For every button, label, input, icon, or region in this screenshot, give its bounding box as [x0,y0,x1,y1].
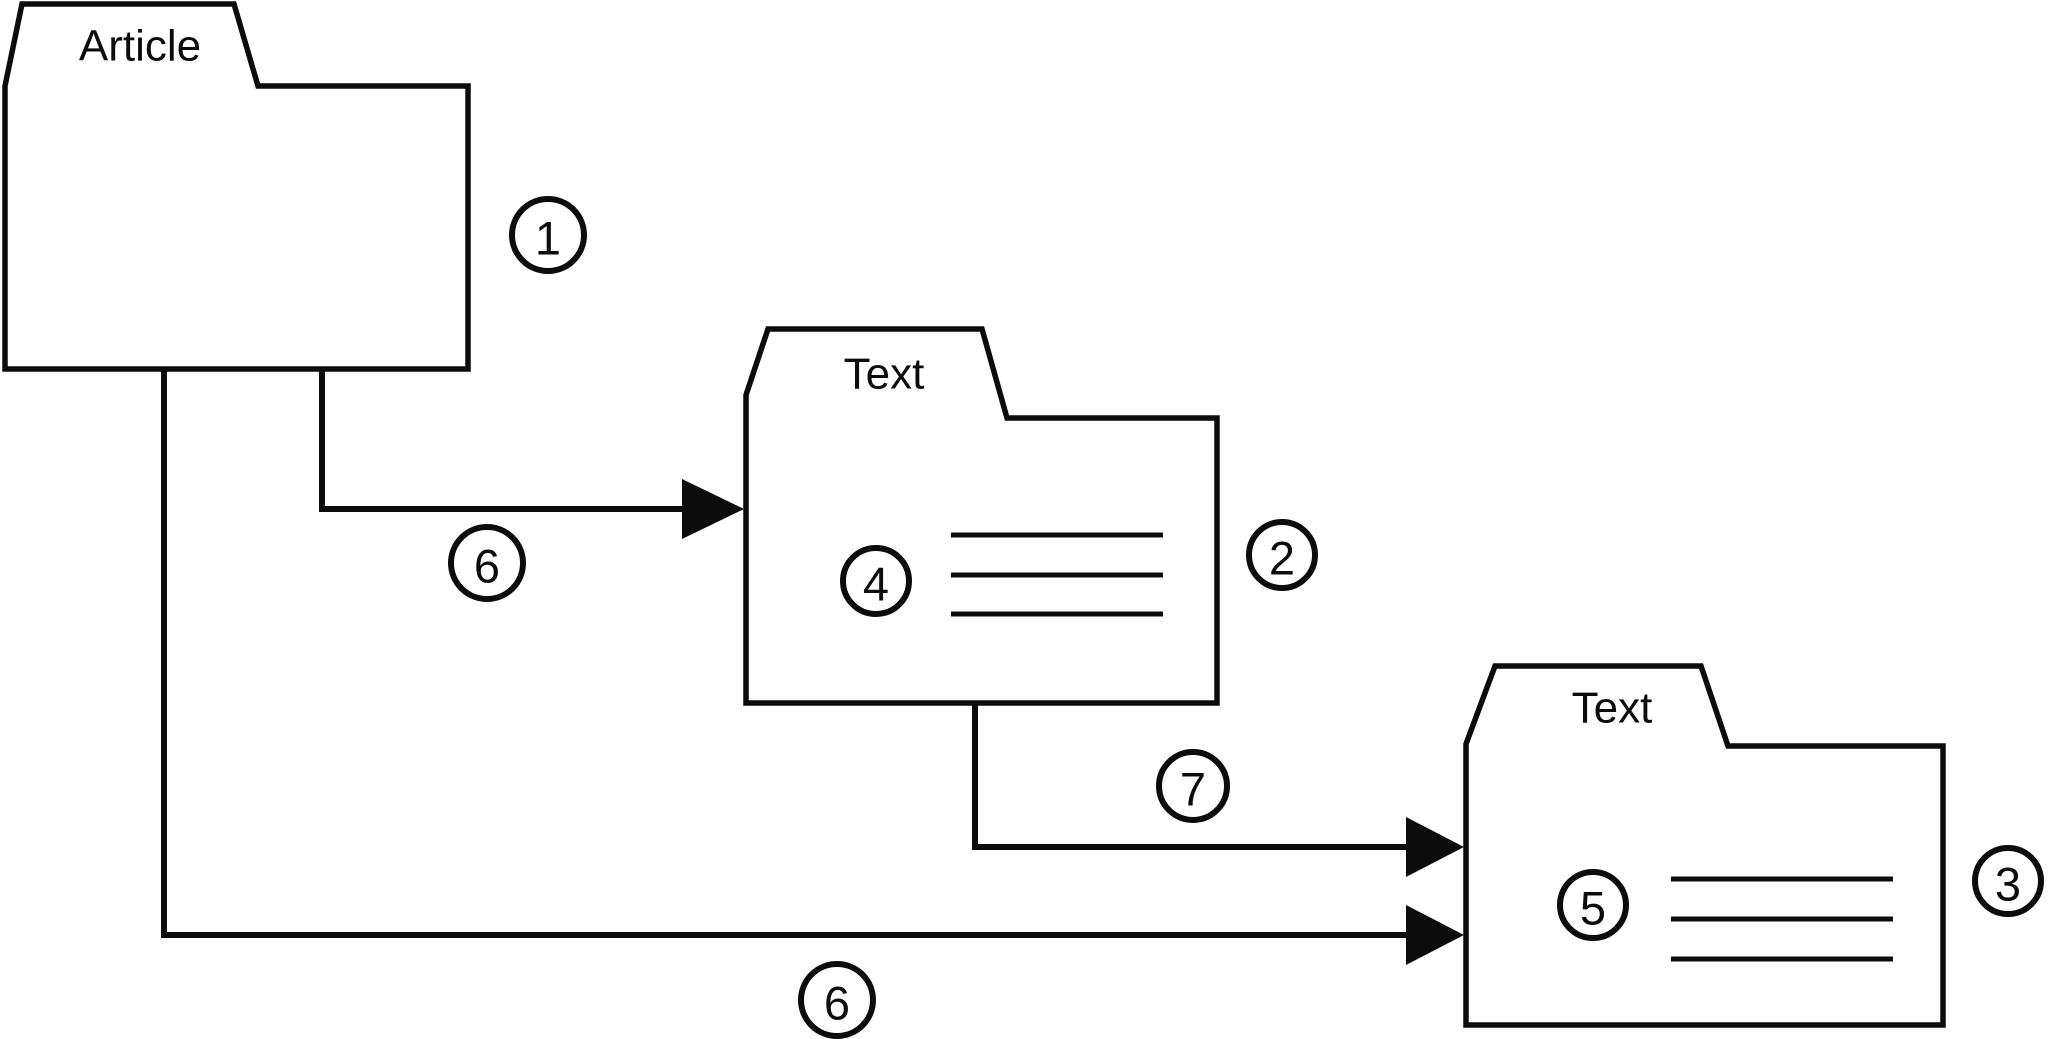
badge-3: 3 [1972,845,2044,917]
arrow-article-to-text-middle-head-icon [682,479,744,539]
folder-text-bottom-shape-icon [1463,663,1946,1028]
badge-5-circle-icon [1557,869,1629,941]
badge-6-top-circle-icon [448,524,526,602]
badge-4-number: 4 [863,558,889,611]
badge-6-bottom: 6 [798,961,876,1039]
badge-4-circle-icon [840,545,912,617]
arrow-text-middle-to-text-bottom [972,703,1464,877]
folder-text-middle-label: Text [844,350,925,399]
badge-1: 1 [509,196,587,274]
folder-text-bottom: Text [1463,663,1946,1028]
badge-6-top-number: 6 [474,540,500,593]
folder-text-middle: Text [743,326,1220,706]
badge-1-number: 1 [535,212,561,265]
badge-1-circle-icon [509,196,587,274]
arrow-article-to-text-bottom-line [161,369,1408,938]
badge-4: 4 [840,545,912,617]
badge-3-number: 3 [1995,858,2021,911]
folder-text-bottom-label: Text [1572,684,1653,733]
arrow-article-to-text-middle [319,369,744,539]
badge-7-number: 7 [1180,763,1206,816]
folder-text-middle-content-lines-icon [951,532,1163,617]
badge-2-circle-icon [1246,519,1318,591]
arrow-article-to-text-middle-line [319,369,684,512]
folder-article-label: Article [79,22,201,71]
badge-6-top: 6 [448,524,526,602]
badge-7-circle-icon [1156,749,1230,823]
arrow-text-middle-to-text-bottom-line [972,703,1408,850]
badge-7: 7 [1156,749,1230,823]
folder-article-shape-icon [2,1,471,372]
folder-text-bottom-content-lines-icon [1671,876,1893,962]
badge-6-bottom-circle-icon [798,961,876,1039]
folder-text-middle-shape-icon [743,326,1220,706]
badge-6-bottom-number: 6 [824,977,850,1030]
arrow-article-to-text-bottom [161,369,1464,965]
badge-3-circle-icon [1972,845,2044,917]
badge-5: 5 [1557,869,1629,941]
badge-5-number: 5 [1580,882,1606,935]
arrow-text-middle-to-text-bottom-head-icon [1406,817,1464,877]
folder-article: Article [2,1,471,372]
badge-2: 2 [1246,519,1318,591]
arrow-article-to-text-bottom-head-icon [1406,905,1464,965]
badge-2-number: 2 [1269,532,1295,585]
